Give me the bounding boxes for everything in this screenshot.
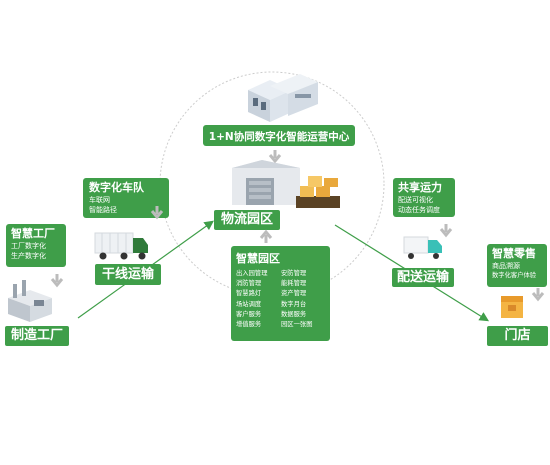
manufacturing-factory-label: 制造工厂 — [5, 326, 69, 346]
smart-park-item: 数据服务 — [281, 310, 307, 318]
shared-capacity-item: 配送可视化 — [398, 196, 433, 204]
smart-factory-item: 生产数字化 — [11, 252, 46, 260]
smart-park-item: 安防管理 — [281, 270, 307, 277]
fleet-card: 数字化车队 车联网 智能路径 — [83, 178, 169, 218]
smart-park-item: 出入园管理 — [236, 270, 268, 277]
shared-capacity-card: 共享运力 配送可视化 动态任务调度 — [393, 178, 455, 217]
smart-park-items: 出入园管理 安防管理 消防管理 能耗管理 智慧路灯 资产管理 场站调度 数字月台… — [236, 269, 325, 330]
smart-park-card: 智慧园区 出入园管理 安防管理 消防管理 能耗管理 智慧路灯 资产管理 场站调度… — [231, 246, 330, 341]
smart-factory-title: 智慧工厂 — [11, 227, 55, 240]
smart-retail-title: 智慧零售 — [492, 247, 536, 260]
smart-factory-item: 工厂数字化 — [11, 242, 46, 250]
smart-park-item: 客户服务 — [236, 310, 262, 318]
store-label: 门店 — [487, 326, 548, 346]
smart-retail-card: 智慧零售 商品溯源 数字化客户体验 — [487, 244, 547, 287]
smart-park-title: 智慧园区 — [236, 252, 280, 265]
ioc-card: 1+N协同数字化智能运营中心IOC — [203, 125, 355, 166]
smart-park-item: 场站调度 — [236, 300, 262, 308]
shared-capacity-item: 动态任务调度 — [398, 206, 440, 214]
smart-retail-item: 商品溯源 — [492, 262, 520, 270]
smart-park-item: 智慧路灯 — [236, 290, 262, 298]
smart-park-item: 资产管理 — [281, 290, 307, 298]
smart-park-item: 数字月台 — [281, 300, 307, 308]
smart-retail-item: 数字化客户体验 — [492, 272, 537, 279]
trunk-transport-label: 干线运输 — [95, 264, 161, 285]
fleet-item: 智能路径 — [89, 206, 117, 214]
park-label: 物流园区 — [214, 210, 280, 230]
smart-park-item: 园区一张图 — [281, 321, 313, 329]
smart-park-item: 增值服务 — [236, 321, 262, 329]
delivery-transport-label: 配送运输 — [392, 268, 454, 287]
smart-park-item: 消防管理 — [236, 280, 262, 288]
shared-capacity-title: 共享运力 — [398, 181, 442, 194]
smart-factory-card: 智慧工厂 工厂数字化 生产数字化 — [6, 224, 66, 267]
fleet-title: 数字化车队 — [89, 181, 144, 194]
fleet-item: 车联网 — [89, 196, 110, 204]
smart-park-item: 能耗管理 — [281, 280, 307, 288]
ioc-dashed-circle — [159, 71, 385, 297]
